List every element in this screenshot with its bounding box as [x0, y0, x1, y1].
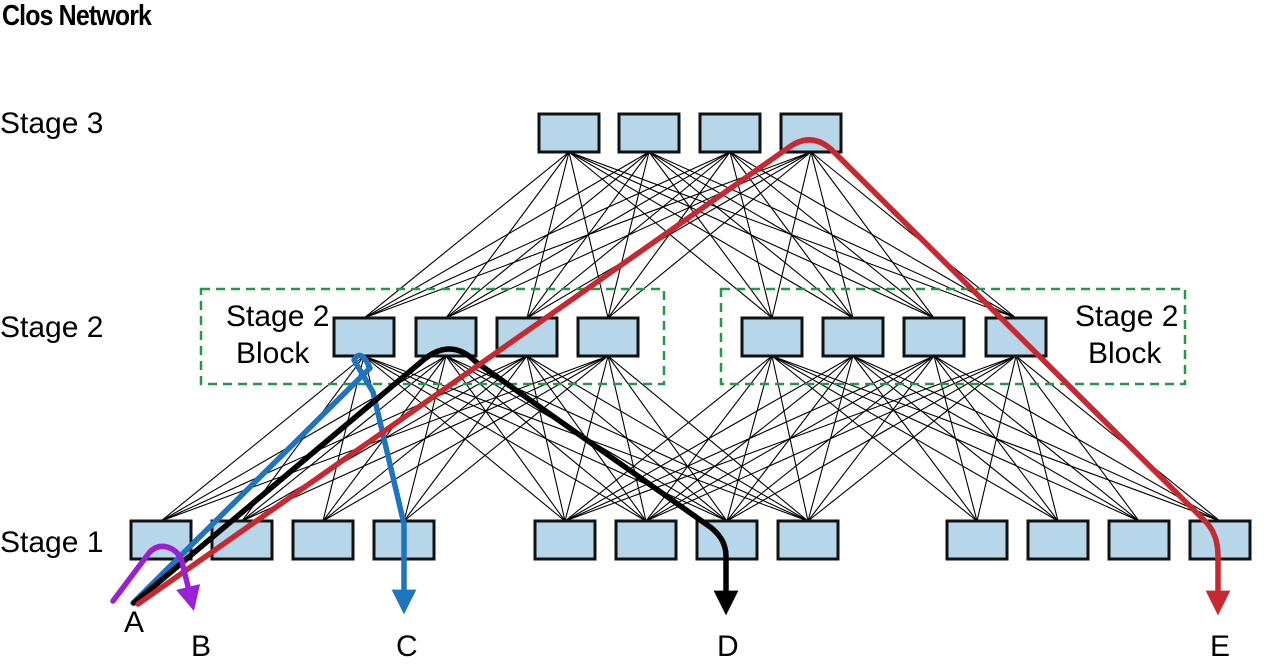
page-title: Clos Network [2, 0, 152, 32]
link-s3-2-s2-1 [363, 151, 650, 319]
link-s2-2-s1-1 [160, 355, 447, 522]
link-s2-8-s1-8 [807, 355, 1017, 522]
block-label-right-line2: Block [1088, 337, 1162, 370]
stage1-switch-10 [1026, 519, 1090, 561]
endpoint-c-label: C [396, 630, 418, 663]
link-s2-7-s1-5 [564, 355, 935, 522]
link-s3-4-s2-8 [810, 151, 1017, 319]
link-s2-8-s1-10 [1015, 355, 1059, 522]
link-s2-8-s1-6 [645, 355, 1017, 522]
link-s2-8-s1-7 [726, 355, 1017, 522]
link-s3-3-s2-1 [363, 151, 731, 319]
stage2-switch-1 [332, 316, 396, 358]
path-a-to-c [130, 352, 417, 615]
nodes-group [129, 112, 1252, 561]
endpoint-b-label: B [191, 630, 211, 663]
link-s3-1-s2-5 [568, 151, 773, 319]
stage2-block-right [719, 287, 1187, 386]
block-label-left-line2: Block [236, 337, 310, 370]
stage1-label: Stage 1 [0, 526, 103, 559]
link-s3-4-s2-5 [771, 151, 812, 319]
link-s2-3-s1-1 [160, 355, 528, 522]
stage3-switch-3 [698, 112, 762, 154]
stage1-switch-11 [1107, 519, 1171, 561]
endpoint-d-label: D [717, 630, 739, 663]
link-s2-4-s1-6 [607, 355, 647, 522]
endpoint-a-label: A [124, 606, 144, 639]
link-s2-3-s1-5 [526, 355, 566, 522]
stage2-switch-3 [495, 316, 559, 358]
link-s3-1-s2-1 [363, 151, 570, 319]
stage1-switch-9 [945, 519, 1009, 561]
stage2-label: Stage 2 [0, 311, 103, 344]
link-s3-4-s2-6 [810, 151, 854, 319]
stage2-switch-5 [740, 316, 804, 358]
path-a-to-b [110, 543, 201, 612]
stage2-switch-4 [576, 316, 640, 358]
block-label-right-line1: Stage 2 [1075, 300, 1178, 333]
stage3-switch-1 [537, 112, 601, 154]
endpoint-e-label: E [1210, 630, 1230, 663]
link-s2-8-s1-5 [564, 355, 1017, 522]
stage1-switch-5 [533, 519, 597, 561]
link-s3-4-s2-7 [810, 151, 935, 319]
path-a-to-e [135, 137, 1231, 616]
link-s3-4-s2-1 [363, 151, 812, 319]
stage1-switch-8 [776, 519, 840, 561]
links-group [160, 151, 1221, 522]
path-a-to-d [131, 346, 739, 616]
stage3-label: Stage 3 [0, 107, 103, 140]
stage1-switch-6 [614, 519, 678, 561]
link-s3-4-s2-3 [526, 151, 812, 319]
stage2-switch-6 [821, 316, 885, 358]
stage2-block-left [199, 287, 666, 386]
link-s2-7-s1-9 [933, 355, 978, 522]
link-s3-4-s2-4 [607, 151, 812, 319]
block-label-left-line1: Stage 2 [226, 300, 329, 333]
link-s2-8-s1-9 [976, 355, 1017, 522]
link-s2-8-s1-12 [1015, 355, 1221, 522]
stage2-switch-7 [902, 316, 966, 358]
stage3-switch-2 [617, 112, 681, 154]
stage1-switch-3 [291, 519, 355, 561]
link-s3-4-s2-2 [445, 151, 812, 319]
